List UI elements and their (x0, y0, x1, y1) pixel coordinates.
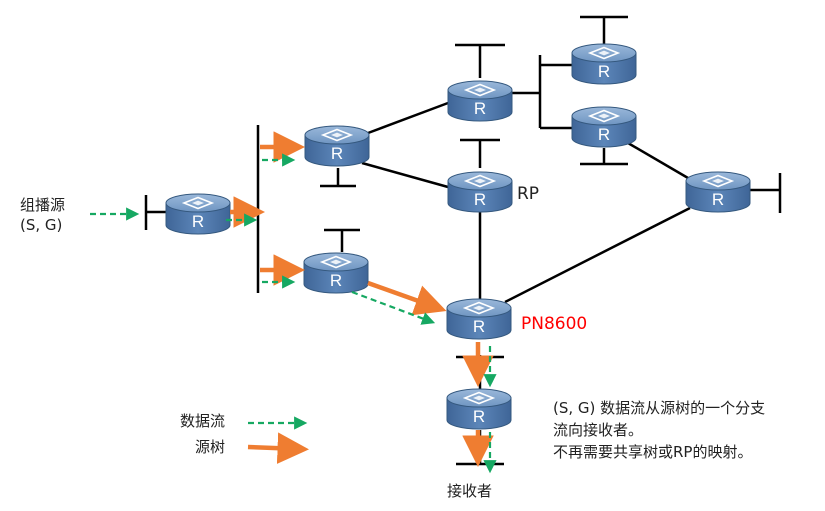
router-letter: R (192, 212, 204, 231)
network-links (146, 17, 780, 464)
router-pn8600: R (446, 298, 512, 340)
router-diamond-icon (701, 174, 735, 188)
link (367, 101, 449, 135)
note-line3: 不再需要共享树或RP的映射。 (553, 443, 753, 461)
pn8600-label: PN8600 (521, 314, 588, 334)
router-letter: R (598, 62, 610, 81)
router-diamond-icon (181, 196, 215, 210)
router-letter: R (598, 125, 610, 144)
source-label-line2: (S, G) (20, 216, 63, 235)
legend-source-tree-label: 源树 (195, 438, 226, 456)
router-top-middle: R (447, 80, 513, 122)
router-right-middle: R (571, 106, 637, 148)
router-diamond-icon (587, 109, 621, 123)
note-line2: 流向接收者。 (553, 421, 644, 439)
rp-label: RP (517, 184, 540, 204)
data-flow-arrows (90, 153, 497, 474)
router-letter: R (331, 144, 343, 163)
note-line1: (S, G) 数据流从源树的一个分支 (553, 399, 766, 417)
router-top-right: R (571, 43, 637, 85)
routers: R R R R R R R R R R (165, 43, 751, 430)
data-flow-arrow (351, 290, 436, 325)
router-letter: R (474, 190, 486, 209)
receiver-label: 接收者 (447, 482, 493, 500)
explanation-note: (S, G) 数据流从源树的一个分支 流向接收者。 不再需要共享树或RP的映射。 (553, 397, 765, 463)
router-source: R (165, 193, 231, 235)
source-tree-arrow (367, 280, 447, 316)
router-diamond-icon (462, 391, 496, 405)
router-rp: R (447, 171, 513, 213)
router-upper-left: R (304, 125, 370, 167)
router-diamond-icon (320, 128, 354, 142)
router-diamond-icon (463, 83, 497, 97)
link (504, 206, 691, 304)
router-diamond-icon (463, 174, 497, 188)
source-tree-arrows (230, 131, 494, 467)
router-letter: R (712, 190, 724, 209)
legend-source-tree-arrow (247, 432, 309, 464)
router-letter: R (474, 99, 486, 118)
router-letter: R (473, 317, 485, 336)
link (627, 141, 689, 180)
router-letter: R (473, 407, 485, 426)
router-receiver: R (446, 388, 512, 430)
source-label: 组播源 (S, G) (20, 195, 65, 236)
link (361, 161, 449, 189)
router-far-right: R (685, 171, 751, 213)
router-letter: R (330, 271, 342, 290)
source-label-line1: 组播源 (20, 196, 66, 214)
router-diamond-icon (462, 301, 496, 315)
legend-data-flow-label: 数据流 (180, 412, 226, 430)
router-diamond-icon (319, 255, 353, 269)
router-lower-left: R (303, 252, 369, 294)
router-diamond-icon (587, 46, 621, 60)
